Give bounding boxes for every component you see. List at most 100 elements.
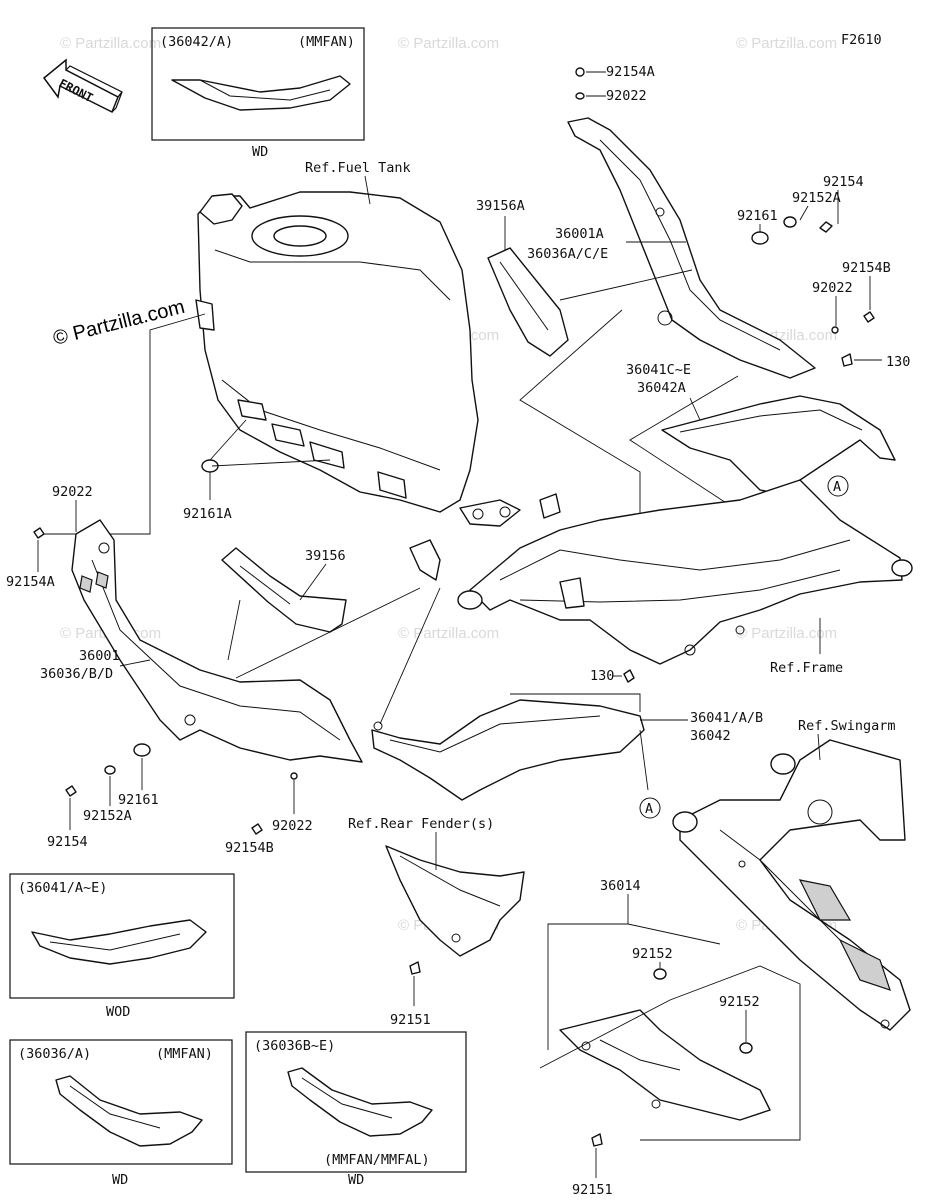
- marker-letter: A: [833, 479, 841, 495]
- part-label-92151-2: 92151: [572, 1182, 613, 1198]
- part-label-92154-b: 92154: [47, 834, 88, 850]
- inset-box-36036BE: (36036B~E) (MMFAN/MMFAL) WD: [245, 1031, 467, 1188]
- watermark: © Partzilla.com: [398, 625, 499, 642]
- part-label-39156A: 39156A: [476, 198, 525, 214]
- screw-92151-1: [409, 961, 421, 975]
- part-label-36042: 36042: [690, 728, 731, 744]
- part-label-92151-1: 92151: [390, 1012, 431, 1028]
- part-label-92161-r: 92161: [737, 208, 778, 224]
- bolt-92154B-b: [251, 823, 263, 835]
- bolt-92154A-top: [575, 67, 585, 77]
- swingarm-drawing: [672, 739, 911, 1031]
- part-label-36036BD: 36036/B/D: [40, 666, 113, 682]
- side-cover-36001A: [567, 117, 816, 379]
- side-cover-part-drawing: [171, 75, 351, 111]
- ref-swingarm-label: Ref.Swingarm: [798, 718, 896, 734]
- lower-cover-36042A: [661, 395, 896, 495]
- inset-box-36036A: (36036/A) (MMFAN) WD: [9, 1039, 233, 1188]
- inset-part-number: (36036B~E): [254, 1038, 335, 1054]
- reference-marker-A: A: [827, 475, 849, 497]
- lower-cover-36042: [371, 699, 645, 801]
- screw-92151-2: [591, 1133, 603, 1147]
- grommet-92161: [751, 231, 769, 245]
- washer-92022-top: [575, 92, 585, 100]
- frame-drawing: [409, 479, 913, 665]
- part-label-36001: 36001: [79, 648, 120, 664]
- lower-left-hardware: [65, 743, 298, 835]
- part-label-36014: 36014: [600, 878, 641, 894]
- figure-code: F2610: [841, 32, 882, 48]
- ref-fuel-tank-label: Ref.Fuel Tank: [305, 160, 411, 176]
- part-label-36001A: 36001A: [555, 226, 604, 242]
- washer-92022: [831, 326, 839, 334]
- part-label-92161A: 92161A: [183, 506, 232, 522]
- part-label-92022-top: 92022: [606, 88, 647, 104]
- part-label-92022-r: 92022: [812, 280, 853, 296]
- ref-frame-label: Ref.Frame: [770, 660, 843, 676]
- inset-box-36041AE: (36041/A~E) WOD: [9, 873, 235, 1020]
- part-label-92154A-top: 92154A: [606, 64, 655, 80]
- inset-part-number: (36041/A~E): [18, 880, 107, 896]
- fuel-tank-drawing: [195, 191, 521, 527]
- part-label-92152A-b: 92152A: [83, 808, 132, 824]
- part-label-130-mid: 130: [590, 668, 614, 684]
- watermark: © Partzilla.com: [736, 625, 837, 642]
- part-label-92022-l: 92022: [52, 484, 93, 500]
- side-cover-36001: [71, 519, 363, 763]
- bolt-92154-b: [65, 785, 77, 797]
- inset-model-code: (MMFAN/MMFAL): [324, 1152, 430, 1168]
- part-label-92154B-b: 92154B: [225, 840, 274, 856]
- inset-model-code: (MMFAN): [156, 1046, 213, 1062]
- watermark: © Partzilla.com: [736, 35, 837, 52]
- reference-marker-A-mid: A: [639, 797, 661, 819]
- chain-guard-36014: [559, 1009, 771, 1121]
- bolt-92154A-left: [33, 527, 45, 539]
- screw-130-mid: [623, 669, 635, 683]
- watermark: © Partzilla.com: [398, 35, 499, 52]
- side-cover-part-drawing: [55, 1075, 203, 1147]
- inset-variant-label: WD: [252, 144, 268, 160]
- part-label-92154A-l: 92154A: [6, 574, 55, 590]
- part-label-36042A: 36042A: [637, 380, 686, 396]
- part-label-36041CE: 36041C~E: [626, 362, 691, 378]
- part-label-92152A-r: 92152A: [792, 190, 841, 206]
- washer-92152-2: [739, 1042, 753, 1054]
- rubber-pad-39156A: [487, 247, 569, 357]
- ref-rear-fender-label: Ref.Rear Fender(s): [348, 816, 494, 832]
- partzilla-logo-watermark: © Partzilla.com: [51, 296, 187, 350]
- rear-fender-drawing: [385, 845, 525, 957]
- inset-variant-label: WD: [348, 1172, 364, 1188]
- part-label-130-r: 130: [886, 354, 910, 370]
- watermark: © Partzilla.com: [60, 35, 161, 52]
- collar-92152A: [783, 216, 797, 228]
- part-label-36036ACE: 36036A/C/E: [527, 246, 608, 262]
- part-label-92161-b: 92161: [118, 792, 159, 808]
- washer-92152-1: [653, 968, 667, 980]
- inset-model-code: (MMFAN): [298, 34, 355, 50]
- part-label-92154-r: 92154: [823, 174, 864, 190]
- front-direction-arrow-icon: FRONT: [42, 58, 123, 114]
- right-hardware-group: [751, 216, 875, 367]
- inset-part-number: (36042/A): [160, 34, 233, 50]
- part-label-92154B-r: 92154B: [842, 260, 891, 276]
- bolt-92154B: [863, 311, 875, 323]
- part-label-39156: 39156: [305, 548, 346, 564]
- part-label-92152-1: 92152: [632, 946, 673, 962]
- inset-box-36042A: (36042/A) (MMFAN) WD: [151, 27, 365, 160]
- washer-92022-b: [290, 772, 298, 780]
- grommet-92161-b: [133, 743, 151, 757]
- part-label-36041AB: 36041/A/B: [690, 710, 763, 726]
- rubber-pad-39156: [221, 547, 347, 633]
- lower-cover-part-drawing: [31, 919, 207, 965]
- side-cover-part-drawing: [287, 1067, 433, 1137]
- part-label-92022-b: 92022: [272, 818, 313, 834]
- inset-variant-label: WD: [112, 1172, 128, 1188]
- collar-92152A-b: [104, 765, 116, 775]
- inset-variant-label: WOD: [106, 1004, 130, 1020]
- part-label-92152-2: 92152: [719, 994, 760, 1010]
- bolt-92154: [819, 221, 833, 233]
- marker-letter: A: [645, 801, 653, 817]
- screw-130: [841, 353, 853, 367]
